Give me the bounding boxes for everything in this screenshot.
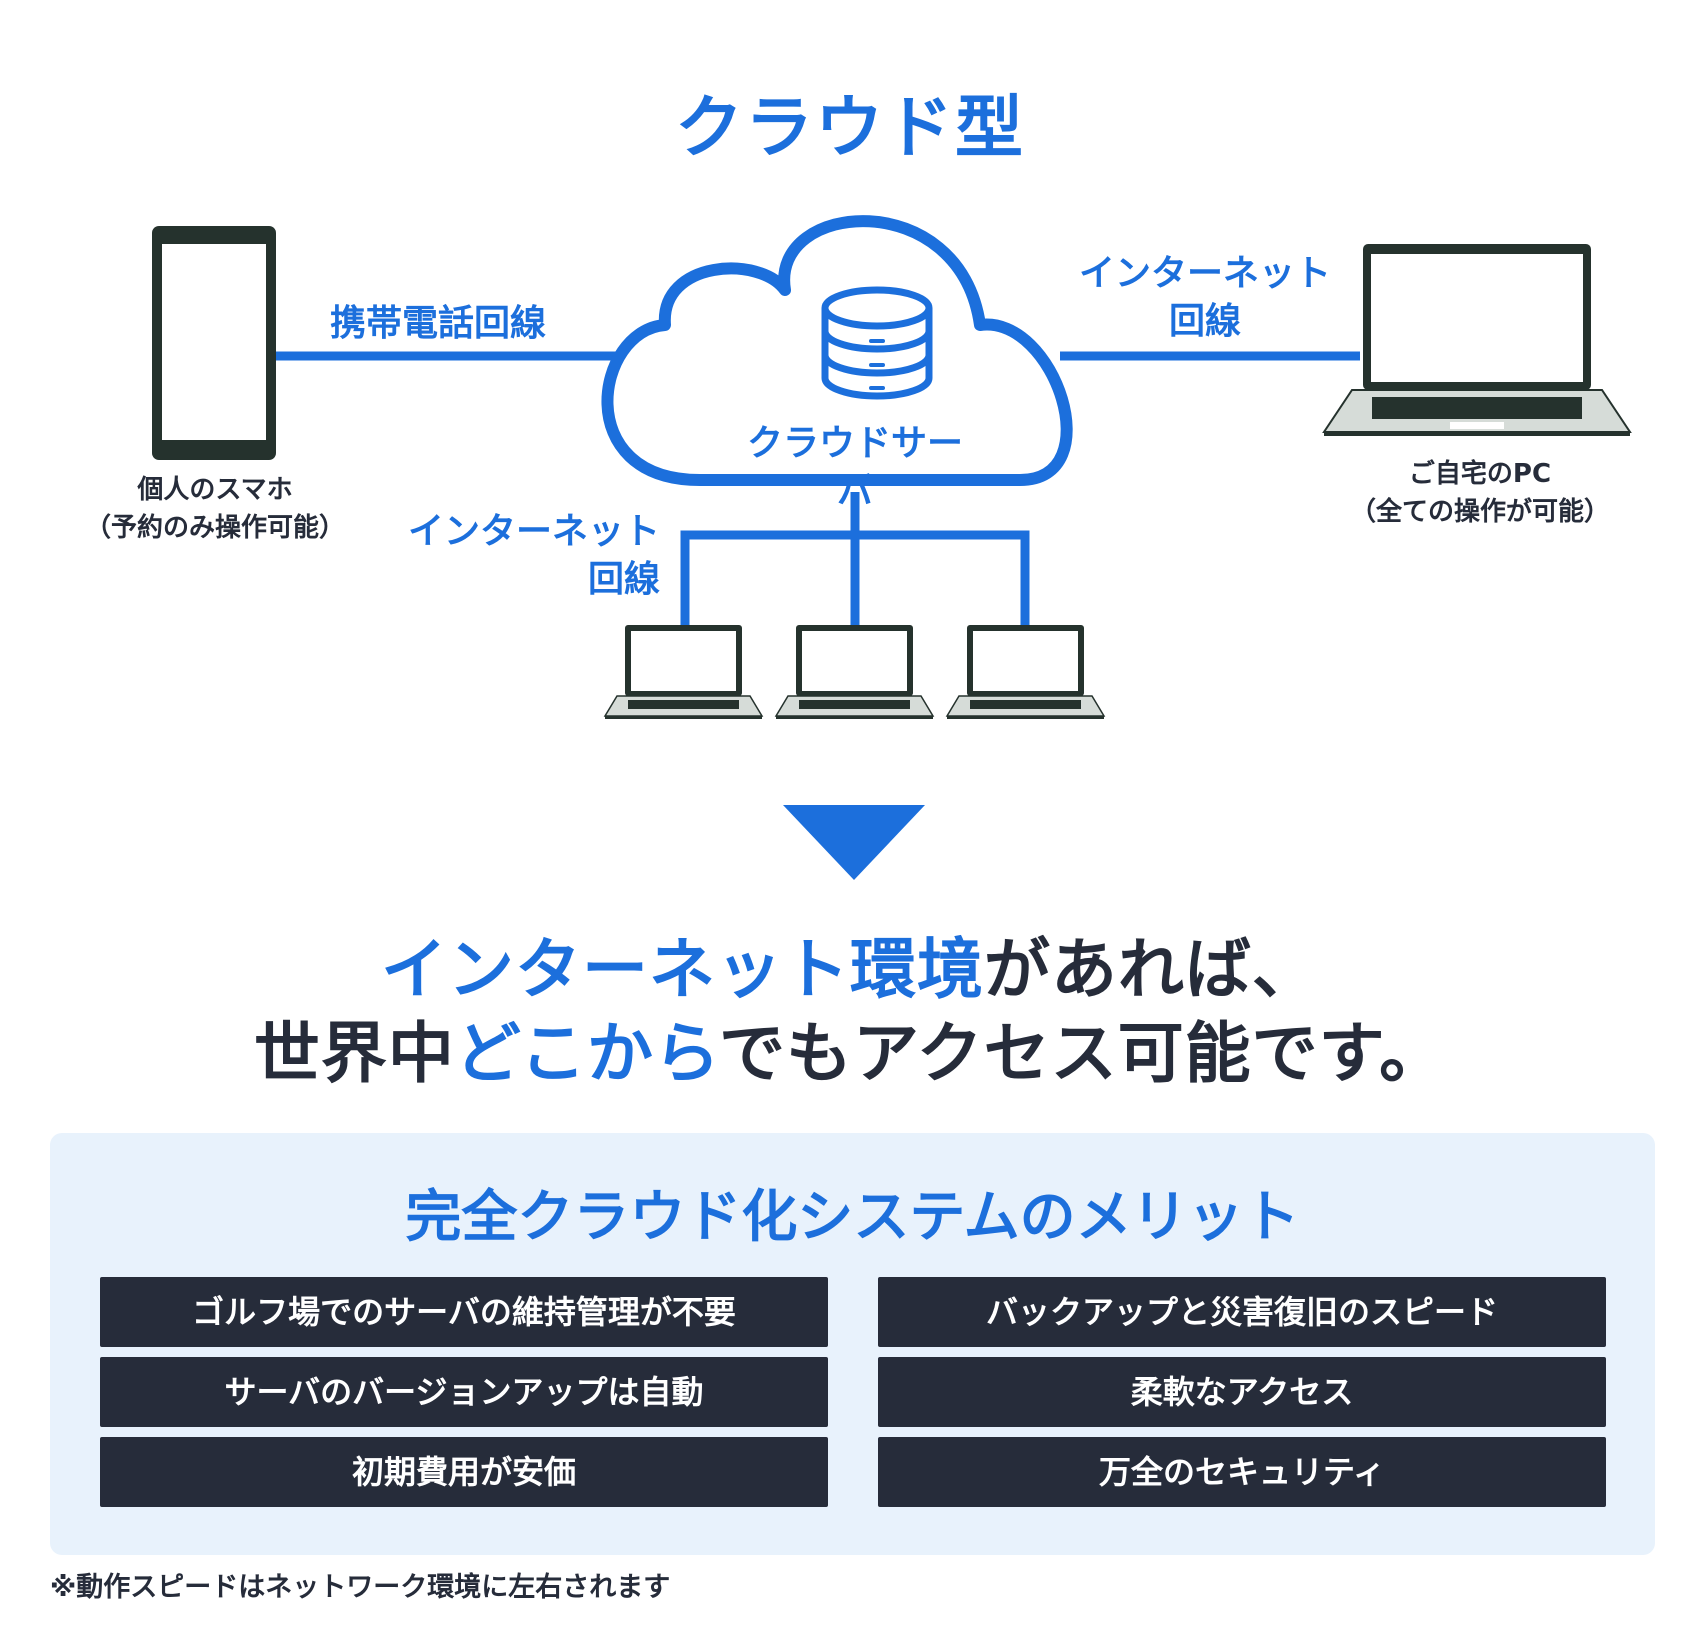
headline-text: があれば、 (984, 931, 1319, 1008)
office-line-right (855, 530, 1030, 628)
headline-highlight: どこから (454, 1015, 719, 1092)
headline-line-1: インターネット環境があれば、 (0, 928, 1700, 1012)
database-icon (821, 286, 933, 400)
mobile-line-label: 携帯電話回線 (330, 303, 547, 344)
server-label: クラウドサーバ (746, 423, 963, 512)
merit-item: 万全のセキュリティ (878, 1437, 1606, 1507)
smartphone-icon (152, 226, 276, 460)
office-laptop-icon (945, 625, 1106, 719)
office-laptop-icon (603, 625, 764, 719)
headline-line-2: 世界中どこからでもアクセス可能です。 (0, 1012, 1700, 1096)
home-pc-caption: ご自宅のPC （全ての操作が可能） (1349, 459, 1610, 527)
merit-item: ゴルフ場でのサーバの維持管理が不要 (100, 1277, 828, 1347)
home-line-label: インターネット 回線 (1078, 253, 1331, 342)
office-laptop-icon (774, 625, 935, 719)
merits-title: 完全クラウド化システムのメリット (405, 1185, 1300, 1250)
merit-item: バックアップと災害復旧のスピード (878, 1277, 1606, 1347)
headline-text: 世界中 (253, 1015, 455, 1092)
office-line-label: インターネット 回線 (407, 511, 660, 600)
headline-highlight: インターネット環境 (381, 931, 984, 1008)
down-arrow-icon (783, 805, 925, 880)
page-title: クラウド型 (674, 89, 1025, 168)
home-laptop-icon (1322, 244, 1632, 436)
footnote: ※動作スピードはネットワーク環境に左右されます (50, 1572, 671, 1603)
network-diagram (152, 215, 1632, 880)
merit-item: サーバのバージョンアップは自動 (100, 1357, 828, 1427)
smartphone-caption: 個人のスマホ （予約のみ操作可能） (84, 475, 345, 543)
merit-item: 柔軟なアクセス (878, 1357, 1606, 1427)
headline-text: でもアクセス可能です。 (718, 1015, 1447, 1092)
cloud-icon (601, 215, 1073, 486)
merit-item: 初期費用が安価 (100, 1437, 828, 1507)
